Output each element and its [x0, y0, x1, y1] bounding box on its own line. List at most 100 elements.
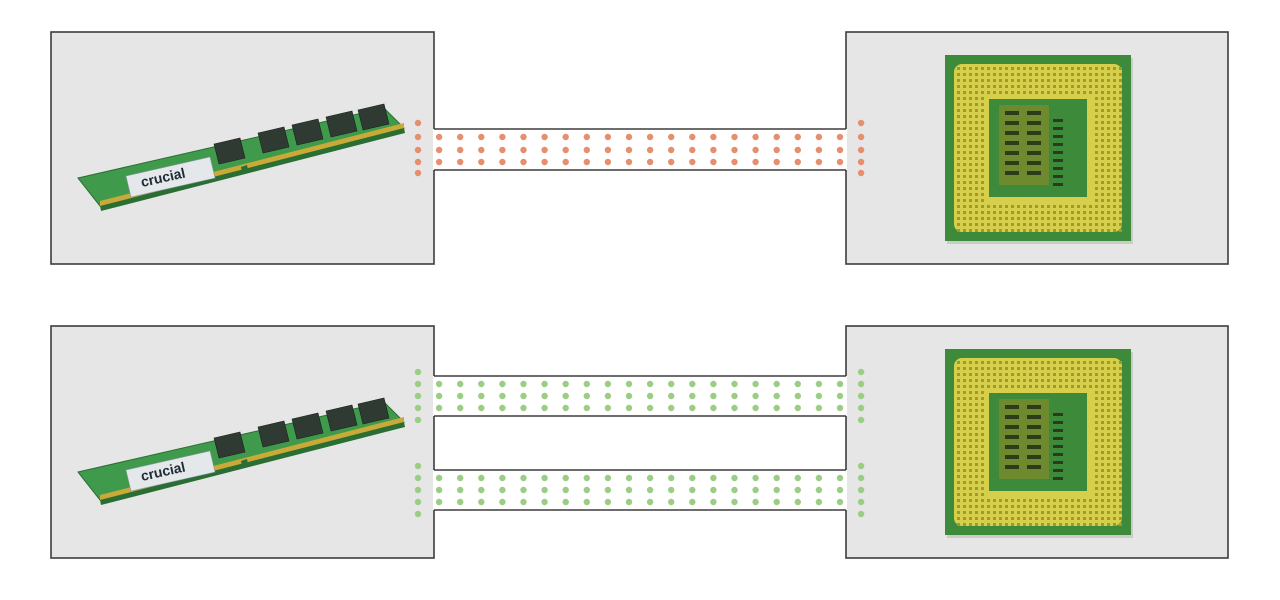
cpu-pin: [1035, 85, 1038, 88]
data-dot: [541, 133, 548, 141]
cpu-pin: [1053, 205, 1056, 208]
data-dot: [625, 133, 633, 141]
cpu-pin: [1107, 139, 1110, 142]
cpu-pin: [1095, 115, 1098, 118]
data-dot: [414, 133, 422, 141]
cpu-pin: [1101, 217, 1104, 220]
cpu-component: [1053, 135, 1063, 138]
data-dot: [773, 133, 780, 141]
cpu-pin: [1101, 445, 1104, 448]
cpu-pin: [999, 517, 1002, 520]
cpu-pin: [1119, 403, 1122, 406]
cpu-pin: [1017, 367, 1020, 370]
cpu-pin: [1101, 463, 1104, 466]
cpu-pin: [969, 511, 972, 514]
cpu-component: [1053, 143, 1063, 146]
cpu-pin: [969, 79, 972, 82]
data-dot: [773, 380, 780, 388]
cpu-pin: [1071, 85, 1074, 88]
cpu-pin: [1101, 223, 1104, 226]
data-dot: [435, 486, 443, 494]
cpu-pin: [1077, 517, 1080, 520]
cpu-pin: [1029, 517, 1032, 520]
cpu-pin: [1113, 379, 1116, 382]
cpu-pin: [1077, 511, 1080, 514]
cpu-pin: [999, 205, 1002, 208]
cpu-pin: [1083, 67, 1086, 70]
cpu-pin: [1101, 115, 1104, 118]
cpu-pin: [963, 415, 966, 418]
cpu-pin: [975, 409, 978, 412]
cpu-pin: [1071, 91, 1074, 94]
cpu-pin: [1053, 385, 1056, 388]
cpu-pin: [1113, 499, 1116, 502]
cpu-pin: [1059, 73, 1062, 76]
cpu-pin: [1107, 67, 1110, 70]
cpu-pin: [975, 481, 978, 484]
cpu-pin: [975, 85, 978, 88]
cpu-pin-pattern: [957, 67, 1122, 232]
cpu-pin: [1107, 397, 1110, 400]
cpu-pin: [1017, 517, 1020, 520]
cpu-pin: [969, 367, 972, 370]
cpu-pin: [1119, 487, 1122, 490]
cpu-pin: [969, 439, 972, 442]
cpu-pin: [1119, 427, 1122, 430]
data-dot: [604, 474, 612, 482]
cpu-pin: [1095, 427, 1098, 430]
cpu-pin: [1095, 505, 1098, 508]
cpu-pin: [1119, 457, 1122, 460]
cpu-pin: [1107, 481, 1110, 484]
cpu-pin: [969, 481, 972, 484]
data-dot: [731, 498, 738, 506]
data-dot: [752, 133, 759, 141]
ram-notch: [241, 165, 248, 172]
cpu-pin: [975, 91, 978, 94]
data-dot: [478, 146, 485, 154]
cpu-pin: [1101, 397, 1104, 400]
cpu-pin: [957, 175, 960, 178]
cpu-pin: [957, 157, 960, 160]
data-dot: [414, 169, 422, 177]
cpu-pin: [1101, 133, 1104, 136]
cpu-pin: [1107, 511, 1110, 514]
cpu-pin: [987, 73, 990, 76]
cpu-pin: [1107, 523, 1110, 526]
cpu-pin: [1023, 67, 1026, 70]
data-dot: [414, 392, 422, 400]
data-dot: [815, 380, 823, 388]
cpu-component: [1005, 425, 1019, 429]
cpu-pin: [1107, 415, 1110, 418]
cpu-pin: [1119, 169, 1122, 172]
cpu-pin: [957, 205, 960, 208]
cpu-pin: [1053, 517, 1056, 520]
data-dot: [625, 146, 633, 154]
cpu-pin: [1113, 79, 1116, 82]
cpu-pin: [981, 187, 984, 190]
cpu-pin: [1035, 373, 1038, 376]
cpu-pin: [1011, 223, 1014, 226]
data-dot: [646, 392, 654, 400]
cpu-component: [1005, 151, 1019, 155]
data-dot: [499, 404, 506, 412]
cpu-pin: [963, 433, 966, 436]
cpu-pin: [975, 181, 978, 184]
data-dot: [646, 486, 654, 494]
cpu-pin: [1089, 85, 1092, 88]
cpu-pin: [1095, 379, 1098, 382]
cpu-pin: [999, 523, 1002, 526]
cpu-pin: [1101, 505, 1104, 508]
cpu-pin: [1119, 409, 1122, 412]
cpu-component: [1053, 429, 1063, 432]
cpu-pin: [993, 511, 996, 514]
cpu-pin: [1101, 367, 1104, 370]
data-dot: [499, 380, 506, 388]
cpu-pin: [1035, 79, 1038, 82]
cpu-pin: [1107, 211, 1110, 214]
cpu-pin: [1005, 223, 1008, 226]
data-dot: [836, 146, 844, 154]
cpu-pin: [969, 139, 972, 142]
cpu-component: [1027, 405, 1041, 409]
data-dot: [689, 486, 696, 494]
ram-chip: [291, 412, 324, 440]
